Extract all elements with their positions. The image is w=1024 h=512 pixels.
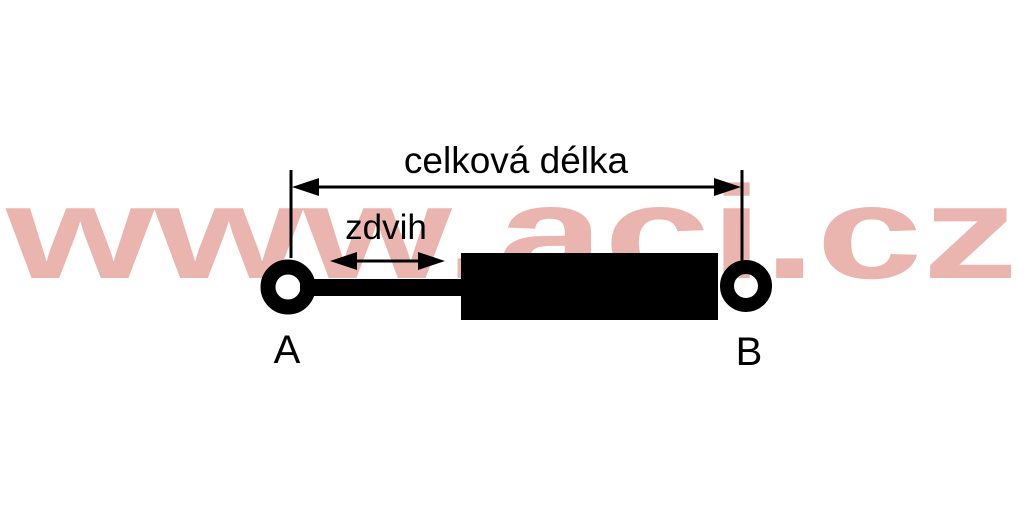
- stroke-arrowhead-left: [330, 252, 357, 270]
- end-a-label: A: [274, 328, 301, 372]
- stroke-arrowhead-right: [418, 252, 445, 270]
- cylinder-body: [461, 253, 718, 320]
- total-length-arrowhead-right: [714, 178, 741, 196]
- end-b-label: B: [736, 330, 763, 374]
- total-length-dimension: celková délka: [289, 140, 744, 261]
- gas-strut: [260, 253, 772, 320]
- total-length-label: celková délka: [404, 140, 629, 181]
- eyelet-b: [720, 260, 772, 312]
- piston-rod: [300, 279, 468, 296]
- stroke-label: zdvih: [345, 208, 427, 247]
- stroke-dimension: zdvih: [330, 208, 445, 270]
- total-length-arrowhead-left: [292, 178, 319, 196]
- eyelet-a: [260, 259, 316, 315]
